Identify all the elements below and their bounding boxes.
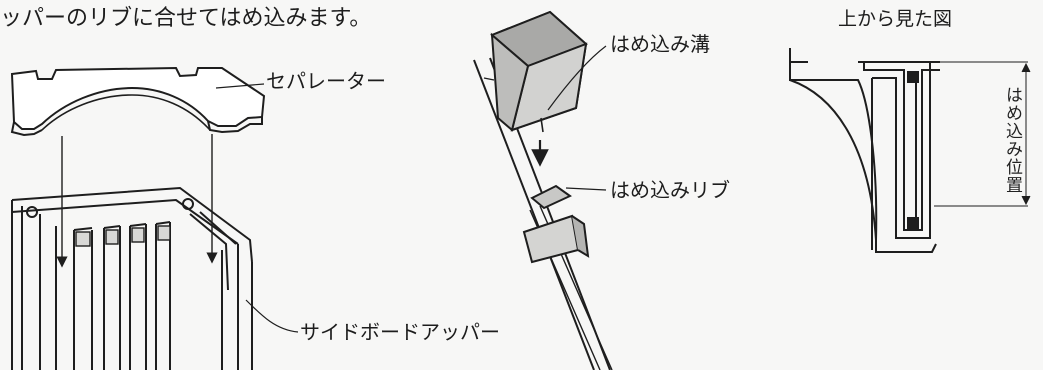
middle-leader-lines (483, 45, 607, 191)
instruction-text: ッパーのリブに合せてはめ込みます。 (0, 6, 372, 31)
fit-position-dimension (934, 61, 1031, 207)
top-view-drawing (789, 48, 940, 253)
groove-rib-detail (473, 10, 613, 370)
fit-position-label: はめ込み位置 (1000, 84, 1025, 196)
rib-label: はめ込みリブ (610, 178, 730, 202)
groove-label: はめ込み溝 (610, 32, 710, 56)
drop-arrows (56, 134, 218, 268)
side-board-upper-part (11, 186, 253, 370)
left-leader-lines (215, 83, 299, 333)
separator-part (10, 66, 266, 137)
top-view-title: 上から見た図 (838, 8, 953, 30)
separator-label: セパレーター (266, 69, 386, 93)
side-board-upper-label: サイドボードアッパー (300, 320, 500, 344)
